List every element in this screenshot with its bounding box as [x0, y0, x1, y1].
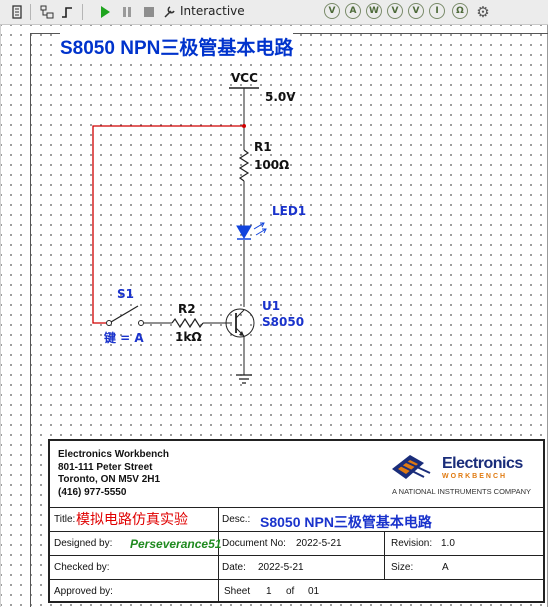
u1-circle: [225, 308, 255, 338]
ew-logo: Electronics WORKBENCH A NATIONAL INSTRUM…: [390, 449, 540, 499]
gear-icon[interactable]: ⚙: [476, 4, 490, 21]
u1-part[interactable]: S8050: [262, 315, 305, 329]
sheet-total[interactable]: 01: [308, 586, 320, 597]
interactive-mode-icon[interactable]: [160, 3, 178, 21]
company-city: Toronto, ON M5V 2H1: [58, 474, 161, 485]
col-divider: [384, 531, 385, 579]
led-arrowhead-2: [262, 228, 267, 234]
voltage-current-probe-icon[interactable]: V: [408, 3, 424, 19]
toolbar-separator: [82, 4, 83, 20]
led1-label[interactable]: LED1: [272, 204, 307, 218]
company-address: Electronics Workbench 801-111 Peter Stre…: [58, 449, 169, 499]
col-divider: [218, 507, 219, 601]
voltage-probe-icon[interactable]: V: [324, 3, 340, 19]
company-phone: (416) 977-5550: [58, 486, 127, 498]
power-probe-icon[interactable]: W: [366, 3, 382, 19]
title-value[interactable]: 模拟电路仿真实验: [76, 512, 188, 528]
ew-logo-name: Electronics: [442, 455, 523, 472]
r2-body: [171, 317, 204, 329]
diff-voltage-probe-icon[interactable]: V: [387, 3, 403, 19]
ew-logo-icon: [392, 455, 431, 479]
title-block[interactable]: Electronics Workbench 801-111 Peter Stre…: [48, 439, 545, 603]
company-name: Electronics Workbench: [58, 449, 169, 460]
sheet-label: Sheet: [224, 586, 251, 597]
led-arrowhead-1: [260, 222, 265, 228]
hierarchy-icon[interactable]: [38, 3, 56, 21]
r1-value[interactable]: 100Ω: [254, 158, 290, 172]
reference-probe-icon[interactable]: I: [429, 3, 445, 19]
r1-body: [238, 149, 250, 182]
designed-by-value[interactable]: Perseverance51: [130, 537, 222, 551]
approved-by-label: Approved by:: [54, 586, 113, 597]
digital-pulse-icon[interactable]: [58, 3, 76, 21]
run-simulation-button[interactable]: [96, 3, 114, 21]
s1-blade: [110, 305, 139, 323]
company-street: 801-111 Peter Street: [58, 461, 153, 473]
component-list-icon[interactable]: [8, 3, 26, 21]
title-label: Title:: [54, 514, 76, 525]
led-body: [236, 225, 252, 239]
ew-logo-sub: WORKBENCH: [442, 473, 508, 480]
row-divider: [50, 507, 543, 508]
size-label: Size:: [391, 562, 414, 573]
vcc-value[interactable]: 5.0V: [265, 90, 296, 104]
row-divider: [50, 579, 543, 580]
digital-probe-icon[interactable]: Ω: [452, 3, 468, 19]
r2-label[interactable]: R2: [178, 302, 196, 316]
s1-contact-left: [106, 320, 112, 326]
s1-key-label[interactable]: 键 = A: [104, 331, 144, 345]
row-divider: [50, 531, 543, 532]
interactive-mode-label[interactable]: Interactive: [180, 4, 245, 18]
u1-label[interactable]: U1: [262, 299, 281, 313]
ew-logo-tagline: A NATIONAL INSTRUMENTS COMPANY: [392, 487, 532, 496]
size-value[interactable]: A: [442, 562, 449, 573]
simulation-toolbar: Interactive V A W V V I Ω ⚙: [0, 0, 548, 25]
u1-emitter-arrow: [239, 331, 244, 336]
switch-wire: [92, 125, 244, 324]
row-divider: [50, 555, 543, 556]
junction-dot: [242, 124, 246, 128]
checked-by-label: Checked by:: [54, 562, 110, 573]
desc-value[interactable]: S8050 NPN三极管基本电路: [260, 514, 432, 530]
r1-label[interactable]: R1: [254, 140, 272, 154]
sheet-number[interactable]: 1: [266, 586, 272, 597]
revision-value[interactable]: 1.0: [441, 538, 455, 549]
date-label: Date:: [222, 562, 246, 573]
toolbar-separator: [30, 4, 31, 20]
stop-simulation-button[interactable]: [140, 3, 158, 21]
revision-label: Revision:: [391, 538, 433, 549]
led-ray-1: [253, 222, 265, 230]
date-value[interactable]: 2022-5-21: [258, 562, 304, 573]
s1-label[interactable]: S1: [117, 287, 134, 301]
led-ray-2: [255, 228, 267, 236]
r2-value[interactable]: 1kΩ: [175, 330, 202, 344]
document-no-label: Document No:: [222, 538, 286, 549]
sheet-of-label: of: [286, 586, 295, 597]
current-probe-icon[interactable]: A: [345, 3, 361, 19]
pause-simulation-button[interactable]: [118, 3, 136, 21]
u1-collector: [235, 309, 245, 319]
document-no-value[interactable]: 2022-5-21: [296, 538, 342, 549]
desc-label: Desc.:: [222, 514, 251, 525]
schematic-title[interactable]: S8050 NPN三极管基本电路: [60, 33, 294, 60]
s1-contact-right: [138, 320, 144, 326]
designed-by-label: Designed by:: [54, 538, 113, 549]
vcc-label[interactable]: VCC: [231, 71, 258, 85]
